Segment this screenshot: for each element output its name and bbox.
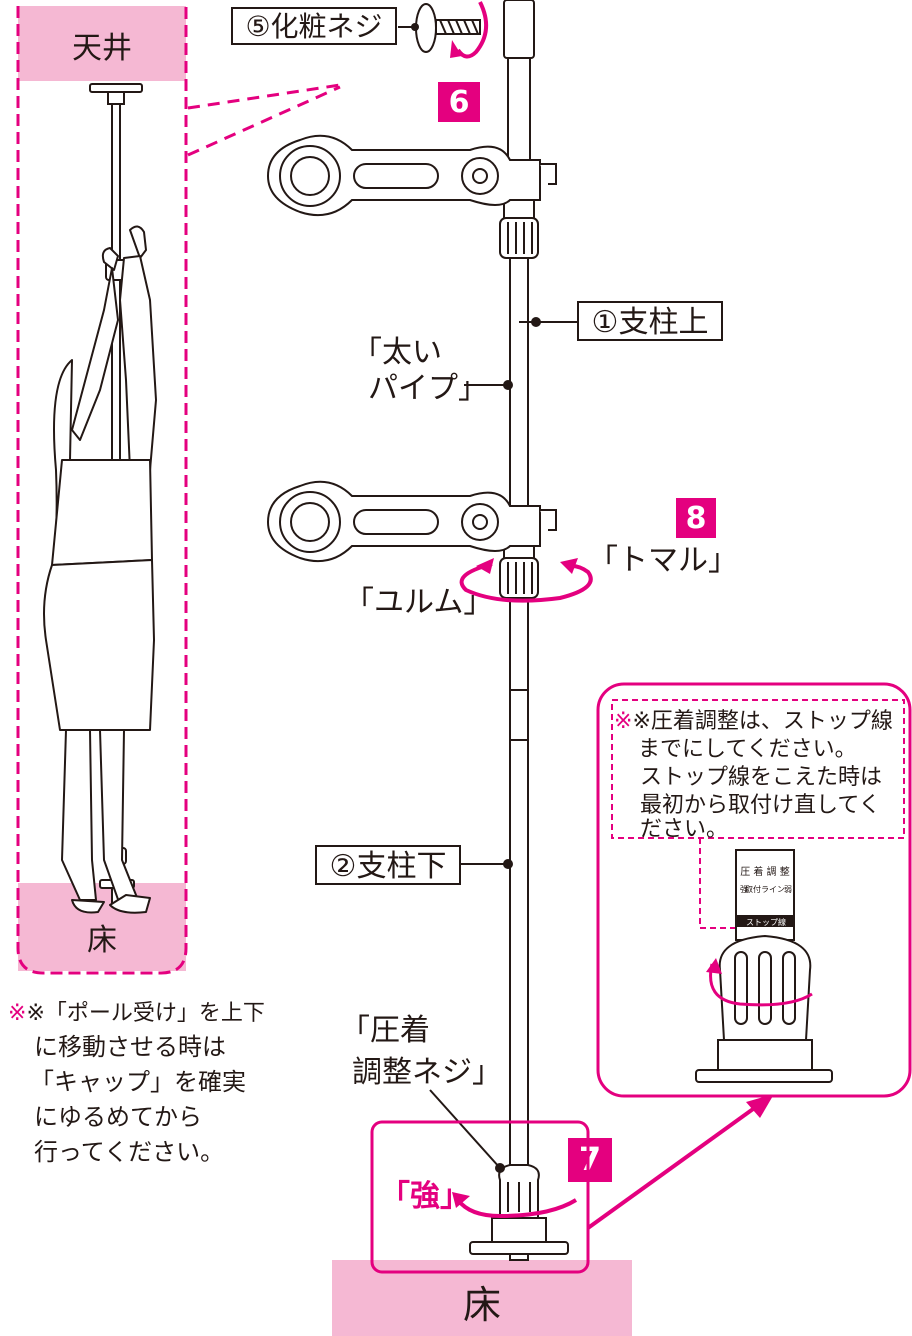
ceiling-label: 天井 [72, 31, 132, 66]
step-badge-7 [568, 1138, 612, 1182]
pillar-lower-label: ②支柱下 [330, 849, 447, 884]
rotate-arrow-head [450, 40, 462, 58]
rotate-arrow-icon [456, 1, 488, 59]
callout-dashed-lines [187, 83, 341, 157]
tighten-label: 「トマル」 [588, 543, 738, 578]
base-adjuster [469, 1164, 569, 1255]
right-inset: ※※圧着調整は、ストップ線 までにしてください。 ストップ線をこえた時は 最初か… [596, 682, 912, 1098]
note-left-line-2: に移動させる時は [34, 1033, 226, 1061]
pressure-label-1: 「圧着 [340, 1013, 430, 1048]
sticker-strong-mark: 強 [740, 884, 748, 894]
note-right-line-3: ストップ線をこえた時は [640, 765, 882, 790]
rotate-arrow-icon [709, 963, 813, 1007]
screw-label-box [231, 7, 397, 45]
sticker-title: 圧 着 調 整 [740, 865, 790, 878]
note-left-line-3: 「キャップ」を確実 [30, 1068, 246, 1096]
rotate-arrow-icon [456, 1198, 578, 1219]
thick-pipe-label-2: パイプ」 [368, 371, 488, 406]
pillar-upper-box [577, 301, 723, 341]
loosen-arrow-head [476, 558, 494, 574]
step-badge-6 [438, 82, 480, 122]
note-left-line-5: 行ってください。 [34, 1138, 224, 1166]
note-dashed-box [611, 699, 905, 839]
left-inset: 天井 床 ※※「ポー [8, 6, 341, 1166]
tighten-arrow-head [560, 558, 578, 574]
note-right-line-4: 最初から取付け直してく [640, 793, 881, 818]
person-figure [43, 225, 157, 914]
floor-label: 床 [463, 1283, 501, 1327]
note-right-line-5: ださい。 [640, 817, 728, 842]
pressure-label-2: 調整ネジ」 [352, 1055, 502, 1090]
note-right-line-1: ※※圧着調整は、ストップ線 [614, 709, 893, 734]
loosen-label: 「ユルム」 [344, 585, 493, 620]
step-8-number: 8 [686, 501, 707, 536]
strong-arrow-head [452, 1192, 470, 1208]
main-pole [499, 0, 539, 1261]
floor-area [18, 883, 186, 971]
inset-floor-label: 床 [87, 923, 117, 958]
sticker-install-line: 取付ライン [745, 884, 785, 894]
sticker-weak-mark: 弱 [784, 885, 792, 894]
pointer-line [586, 1102, 762, 1230]
note-left-line-1: ※※「ポール受け」を上下 [8, 1001, 265, 1026]
screw-icon [415, 3, 481, 53]
sticker-stop-line: ストップ線 [746, 917, 786, 927]
step-badge-8 [676, 498, 716, 538]
inset-arrow-head [706, 958, 722, 974]
step-7-number: 7 [579, 1140, 601, 1178]
rotate-arrow-icon [459, 562, 593, 603]
note-left-line-4: にゆるめてから [34, 1103, 202, 1131]
base-highlight-box [370, 1120, 590, 1274]
pillar-upper-label: ①支柱上 [592, 305, 709, 340]
pillar-lower-box [315, 845, 461, 885]
step-6-number: 6 [449, 85, 470, 120]
screw-label: ⑤化粧ネジ [245, 10, 382, 43]
hanger-arm-upper [266, 134, 557, 216]
note-right-line-2: までにしてください。 [638, 737, 857, 762]
pointer-arrow-head [746, 1094, 774, 1118]
ceiling-area [18, 6, 186, 81]
thick-pipe-label-1: 「太い [352, 335, 442, 370]
hanger-arm-lower [266, 480, 557, 562]
